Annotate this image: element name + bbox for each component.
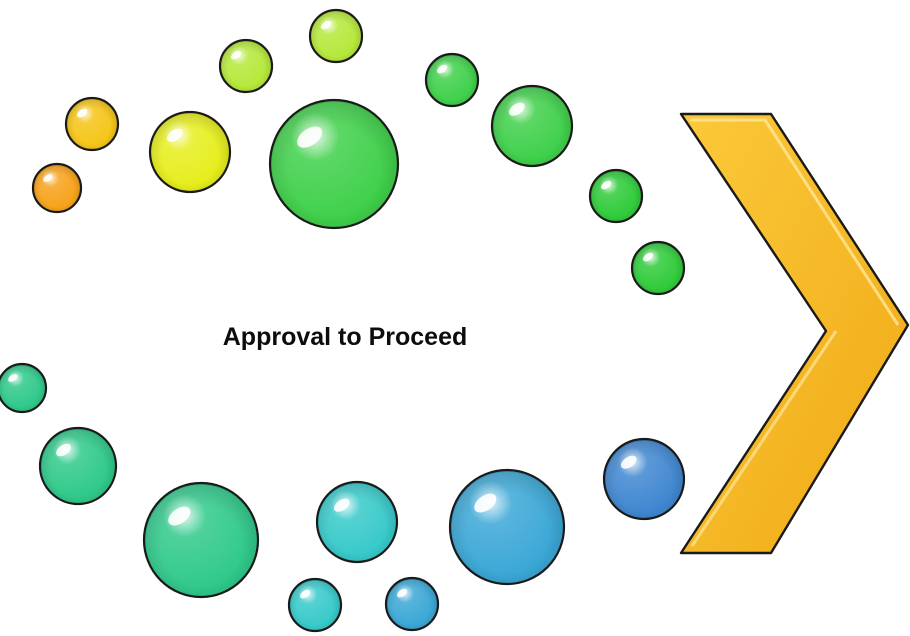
bubble-icon xyxy=(0,364,46,412)
bubble-icon xyxy=(150,112,230,192)
bubble-icon xyxy=(632,242,684,294)
bubble-icon xyxy=(386,578,438,630)
bubble-icon xyxy=(40,428,116,504)
caption-label: Approval to Proceed xyxy=(223,323,468,351)
bubble-icon xyxy=(317,482,397,562)
bubble-icon xyxy=(270,100,398,228)
chevron-right-icon xyxy=(681,114,908,553)
bubble-icon xyxy=(220,40,272,92)
bubble-icon xyxy=(450,470,564,584)
bubble-icon xyxy=(144,483,258,597)
bubble-icon xyxy=(426,54,478,106)
bubble-icon xyxy=(33,164,81,212)
bubble-icon xyxy=(66,98,118,150)
bubble-icon xyxy=(590,170,642,222)
bubble-group xyxy=(0,10,684,631)
bubble-icon xyxy=(492,86,572,166)
bubble-icon xyxy=(289,579,341,631)
bubble-icon xyxy=(604,439,684,519)
bubble-icon xyxy=(310,10,362,62)
